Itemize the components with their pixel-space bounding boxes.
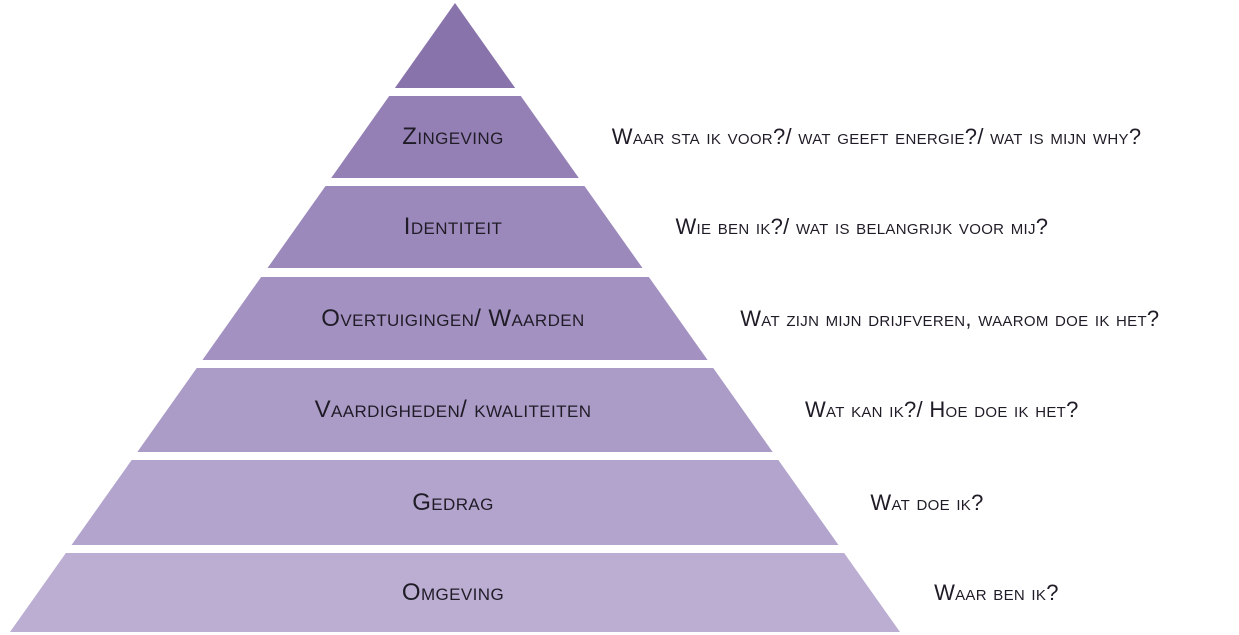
- pyramid-level-question-vaardigheden: Wat kan ik?/ Hoe doe ik het?: [804, 397, 1079, 422]
- pyramid-level-label-gedrag: Gedrag: [412, 488, 494, 516]
- pyramid-level-shape-gedrag: [71, 460, 839, 545]
- pyramid-level-shape-top: [394, 3, 516, 88]
- pyramid-level-shape-omgeving: [9, 553, 901, 632]
- pyramid-level-question-omgeving: Waar ben ik?: [934, 579, 1059, 605]
- pyramid-level-question-overtuigingen: Wat zijn mijn drijfveren, waarom doe ik …: [740, 305, 1160, 331]
- pyramid-level-label-omgeving: Omgeving: [401, 578, 505, 606]
- pyramid-level-label-zingeving: Zingeving: [402, 123, 504, 150]
- pyramid-level-shape-overtuigingen: [202, 277, 708, 360]
- pyramid-level-question-zingeving: Waar sta ik voor?/ wat geeft energie?/ w…: [611, 124, 1142, 149]
- pyramid-level-shape-vaardigheden: [137, 368, 773, 452]
- pyramid-level-question-gedrag: Wat doe ik?: [870, 489, 984, 515]
- pyramid-level-shape-identiteit: [267, 186, 643, 268]
- pyramid-level-question-identiteit: Wie ben ik?/ wat is belangrijk voor mij?: [675, 214, 1049, 239]
- pyramid-level-label-vaardigheden: Vaardigheden/ kwaliteiten: [314, 396, 592, 423]
- pyramid-level-shape-zingeving: [331, 96, 579, 178]
- pyramid-level-label-identiteit: Identiteit: [403, 213, 503, 240]
- pyramid-level-label-overtuigingen: Overtuigingen/ Waarden: [321, 304, 585, 332]
